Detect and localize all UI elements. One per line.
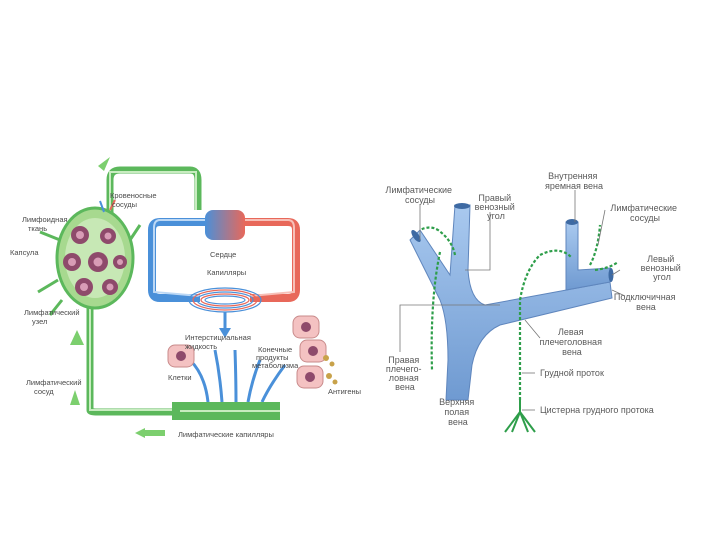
right-brachiocephalic-label: Правая плечего- ловная вена bbox=[386, 355, 424, 392]
left-ij-opening bbox=[566, 219, 578, 225]
subclavian-label: Подключичная вена bbox=[614, 292, 678, 312]
lymph-node-label: Лимфатический узел bbox=[24, 308, 82, 326]
interstitial-fluid-label: Интерстициальная жидкость bbox=[185, 333, 253, 351]
right-venous-angle-label: Правый венозный угол bbox=[475, 193, 518, 221]
lymph-capillary-bed bbox=[172, 402, 280, 420]
cisterna-chyli bbox=[504, 400, 536, 433]
right-labels: Лимфатические сосуды Правый венозный уго… bbox=[385, 171, 684, 427]
circulation-lymph-diagram: Сердце Капилляры bbox=[10, 157, 361, 439]
tissue-cells bbox=[167, 315, 327, 389]
heart-label: Сердце bbox=[210, 250, 236, 259]
veins bbox=[409, 204, 613, 401]
blood-vessel-loop-highlight bbox=[153, 219, 295, 297]
lymph-vessels-left-label: Лимфатические сосуды bbox=[385, 185, 454, 205]
blood-vessel-loop bbox=[148, 218, 300, 302]
left-brachiocephalic-label: Левая плечеголовная вена bbox=[540, 327, 605, 357]
lymph-node bbox=[37, 199, 142, 316]
antigens-label: Антигены bbox=[328, 387, 361, 396]
blood-vessels-label: Кровеносные сосуды bbox=[110, 191, 159, 209]
lymph-ducts bbox=[419, 224, 619, 400]
heart-shape bbox=[205, 210, 245, 240]
right-ij-opening bbox=[454, 203, 470, 209]
thoracic-duct-label: Грудной проток bbox=[540, 368, 604, 378]
cells-label: Клетки bbox=[168, 373, 192, 382]
left-labels: Кровеносные сосуды Лимфоидная ткань Капс… bbox=[10, 191, 361, 439]
venous-angle-diagram: Лимфатические сосуды Правый венозный уго… bbox=[385, 171, 684, 433]
antigen-icons bbox=[323, 355, 338, 385]
interstitial-fluid-streams bbox=[188, 349, 287, 403]
cisterna-chyli-label: Цистерна грудного протока bbox=[540, 405, 654, 415]
left-venous-angle-label: Левый венозный угол bbox=[641, 254, 684, 282]
leader-lines bbox=[399, 190, 626, 411]
lymphoid-tissue-label: Лимфоидная ткань bbox=[22, 215, 70, 233]
capsule-label: Капсула bbox=[10, 248, 39, 257]
right-subclavian-opening bbox=[411, 230, 421, 242]
metabolic-products-label: Конечные продукты метаболизма bbox=[252, 345, 299, 370]
lymph-flow-arrows bbox=[70, 157, 165, 438]
left-subclavian-opening bbox=[608, 268, 614, 282]
lymph-vessel-label: Лимфатический сосуд bbox=[26, 378, 84, 396]
lymph-vessels-right-label: Лимфатические сосуды bbox=[610, 203, 679, 223]
capillaries-label: Капилляры bbox=[207, 268, 246, 277]
fluid-flow-arrow bbox=[219, 312, 231, 338]
lymph-capillaries-label: Лимфатические капилляры bbox=[178, 430, 274, 439]
superior-vena-cava-label: Верхняя полая вена bbox=[439, 397, 477, 427]
internal-jugular-label: Внутренняя яремная вена bbox=[545, 171, 603, 191]
